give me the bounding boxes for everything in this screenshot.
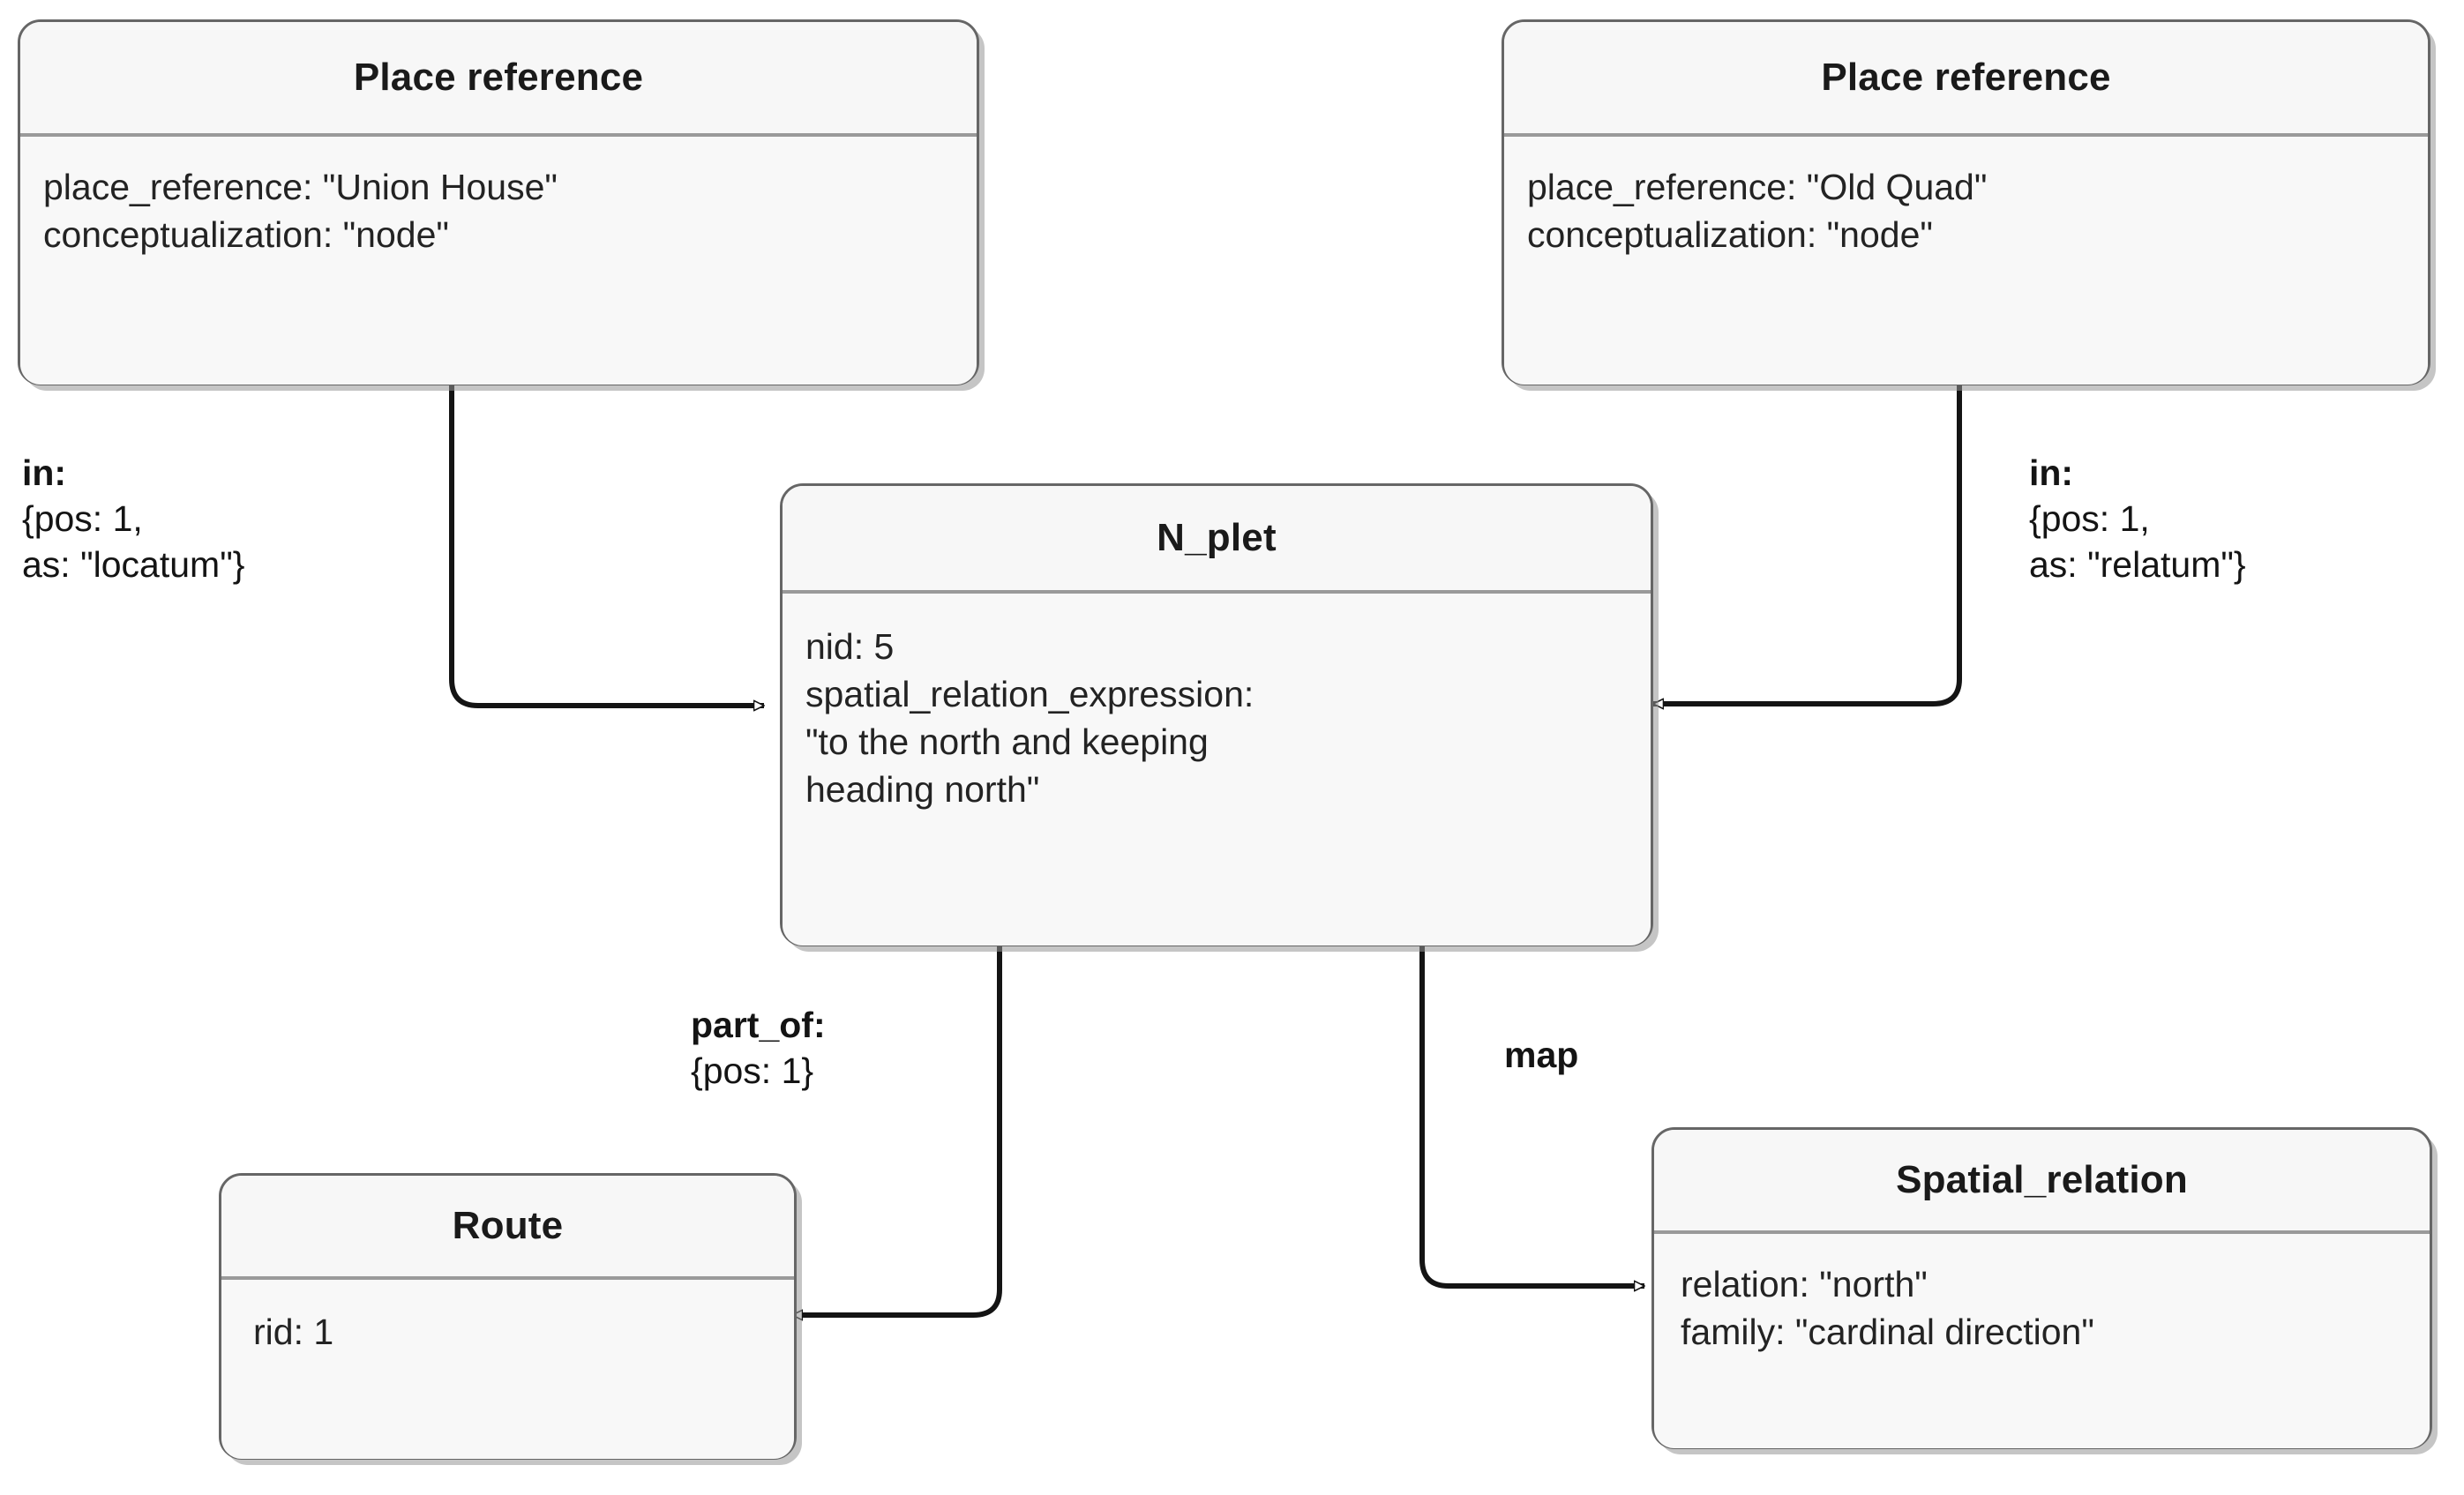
node-place-reference-left[interactable]: Place reference place_reference: "Union … bbox=[18, 19, 979, 385]
edge-label-part-of: part_of: {pos: 1} bbox=[691, 1002, 826, 1094]
node-n-plet[interactable]: N_plet nid: 5 spatial_relation_expressio… bbox=[780, 483, 1653, 946]
node-attribute: family: "cardinal direction" bbox=[1681, 1312, 2094, 1352]
node-route[interactable]: Route rid: 1 bbox=[219, 1173, 797, 1460]
edge-label-key: in: bbox=[22, 452, 67, 493]
node-attribute: relation: "north" bbox=[1681, 1264, 1928, 1304]
node-title-bar: Place reference bbox=[20, 22, 977, 137]
edge-label-key: part_of: bbox=[691, 1005, 826, 1045]
node-place-reference-right[interactable]: Place reference place_reference: "Old Qu… bbox=[1502, 19, 2430, 385]
node-title: Spatial_relation bbox=[1896, 1158, 2188, 1201]
edge-label-key: in: bbox=[2029, 452, 2074, 493]
node-attributes: nid: 5 spatial_relation_expression: "to … bbox=[783, 594, 1651, 946]
edge-label-line1: {pos: 1} bbox=[691, 1050, 814, 1091]
edge-label-line1: {pos: 1, bbox=[2029, 498, 2150, 539]
node-attributes: place_reference: "Union House" conceptua… bbox=[20, 137, 977, 385]
node-attribute: conceptualization: "node" bbox=[43, 214, 449, 255]
node-attribute: spatial_relation_expression: bbox=[805, 674, 1254, 714]
node-title: Place reference bbox=[353, 56, 644, 99]
node-attribute: conceptualization: "node" bbox=[1527, 214, 1933, 255]
edge-label-key: map bbox=[1504, 1035, 1579, 1075]
edge-locatum bbox=[449, 385, 764, 706]
node-title-bar: N_plet bbox=[783, 486, 1651, 594]
node-attributes: relation: "north" family: "cardinal dire… bbox=[1654, 1234, 2430, 1448]
node-attribute: "to the north and keeping bbox=[805, 721, 1209, 762]
node-attributes: place_reference: "Old Quad" conceptualiz… bbox=[1504, 137, 2428, 385]
edge-label-line2: as: "relatum"} bbox=[2029, 544, 2246, 585]
node-title: Place reference bbox=[1821, 56, 2111, 99]
node-title: N_plet bbox=[1157, 516, 1277, 559]
node-spatial-relation[interactable]: Spatial_relation relation: "north" famil… bbox=[1651, 1127, 2432, 1449]
node-attribute: place_reference: "Union House" bbox=[43, 167, 558, 207]
edge-label-relatum: in: {pos: 1, as: "relatum"} bbox=[2029, 450, 2246, 587]
node-attribute: place_reference: "Old Quad" bbox=[1527, 167, 1988, 207]
node-title-bar: Spatial_relation bbox=[1654, 1130, 2430, 1234]
node-title: Route bbox=[452, 1204, 564, 1247]
edge-label-map: map bbox=[1504, 1032, 1578, 1078]
node-attribute: rid: 1 bbox=[253, 1312, 334, 1352]
node-attributes: rid: 1 bbox=[221, 1280, 794, 1459]
node-title-bar: Place reference bbox=[1504, 22, 2428, 137]
edge-label-line2: as: "locatum"} bbox=[22, 544, 245, 585]
edge-map bbox=[1419, 946, 1644, 1286]
edge-label-locatum: in: {pos: 1, as: "locatum"} bbox=[22, 450, 244, 587]
node-attribute: heading north" bbox=[805, 769, 1040, 810]
edge-relatum bbox=[1653, 385, 1962, 704]
node-title-bar: Route bbox=[221, 1176, 794, 1280]
node-attribute: nid: 5 bbox=[805, 626, 895, 667]
edge-label-line1: {pos: 1, bbox=[22, 498, 143, 539]
